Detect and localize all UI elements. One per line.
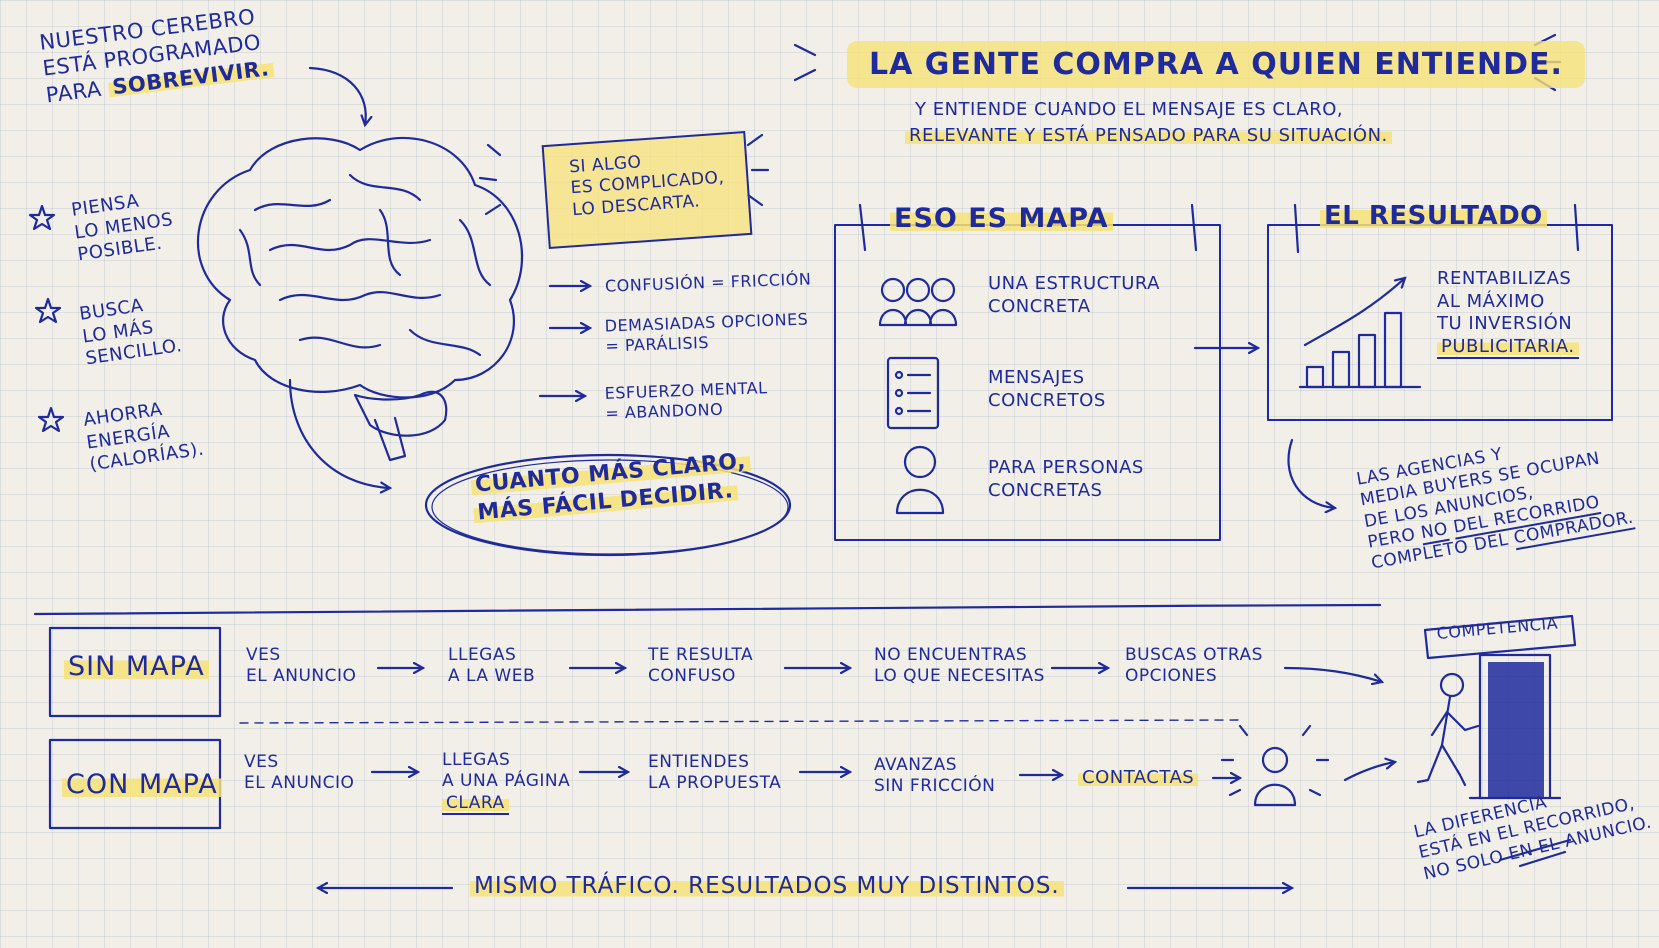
con-mapa-step-1: Ves el anuncio [244, 752, 355, 794]
equation-opciones: Demasiadas opciones = Parálisis [604, 309, 809, 356]
sin-mapa-step-2: Llegas a la web [448, 645, 536, 687]
headline-subtitle-line1: Y entiende cuando el mensaje es claro, [915, 99, 1344, 120]
resultado-title: El resultado [1320, 200, 1547, 233]
equation-esfuerzo: Esfuerzo mental = Abandono [604, 378, 768, 423]
sin-mapa-label: Sin MAPA [64, 650, 209, 684]
mapa-item-estructura: Una estructura concreta [988, 273, 1160, 317]
person-icon [895, 445, 945, 515]
walking-person-icon [1416, 672, 1480, 787]
left-list-item-1: Piensa lo menos posible. [70, 190, 175, 266]
contact-person-icon [1220, 724, 1330, 807]
con-mapa-step-3: Entiendes la propuesta [648, 752, 782, 794]
mapa-title: Eso es MAPA [890, 202, 1113, 236]
sin-mapa-step-1: Ves el anuncio [246, 645, 357, 687]
left-list-item-2: Busca lo más sencillo. [78, 295, 184, 370]
door-icon [1468, 653, 1562, 800]
con-mapa-label: Con MAPA [62, 768, 222, 802]
bar-chart-icon [1298, 278, 1422, 389]
sin-mapa-step-3: Te resulta confuso [648, 645, 754, 687]
callout-box: Si algo es complicado, lo descarta. [541, 131, 753, 249]
con-mapa-step-4: Avanzas sin fricción [874, 755, 996, 797]
star-icon [34, 297, 62, 324]
sin-mapa-step-5: Buscas otras opciones [1125, 645, 1263, 687]
footer-text: Mismo tráfico. Resultados muy distintos. [470, 872, 1064, 901]
mapa-item-personas: Para personas concretas [988, 457, 1144, 501]
sin-mapa-step-4: No encuentras lo que necesitas [874, 645, 1045, 687]
headline-title: La gente compra a quien entiende. [825, 40, 1607, 90]
con-mapa-step-2: Llegas a una página clara [442, 750, 571, 815]
people-group-icon [878, 277, 958, 327]
checklist-icon [886, 356, 940, 430]
headline-subtitle-line2: relevante y está pensado para su situaci… [905, 125, 1392, 148]
star-icon [28, 204, 56, 231]
mapa-item-mensajes: Mensajes concretos [988, 367, 1106, 411]
headline-text: La gente compra a quien entiende. [847, 41, 1585, 88]
con-mapa-step-contactas: Contactas [1078, 767, 1199, 790]
star-icon [37, 406, 65, 433]
brain-icon [197, 136, 524, 462]
resultado-text: Rentabilizas al máximo tu inversión publ… [1437, 268, 1579, 359]
